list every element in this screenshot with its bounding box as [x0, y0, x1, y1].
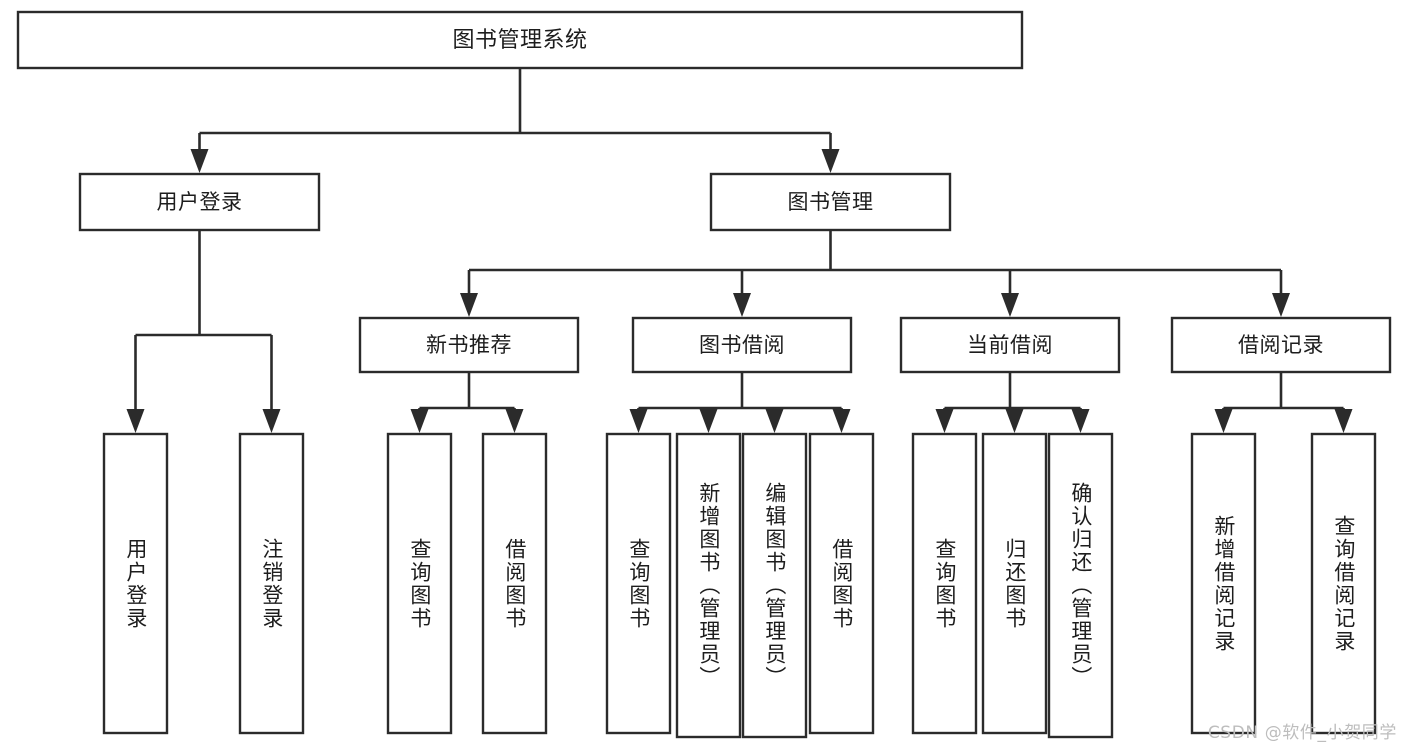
node-leaf-query-record[interactable] [1310, 432, 1377, 735]
node-new-book-recommend-label: 新书推荐 [426, 333, 512, 357]
node-book-manage-label: 图书管理 [788, 190, 874, 214]
arrow-head-icon [460, 293, 478, 317]
node-book-manage[interactable] [709, 172, 952, 232]
arrow-head-icon [190, 149, 209, 173]
arrow-head-icon [1334, 409, 1353, 433]
node-leaf-query-book-bor[interactable] [605, 432, 672, 735]
node-leaf-return-book[interactable] [981, 432, 1048, 735]
node-user-login[interactable] [78, 172, 321, 232]
node-user-login-label: 用户登录 [157, 190, 243, 214]
node-leaf-borrow-book-bor[interactable] [808, 432, 875, 735]
arrow-head-icon [699, 409, 718, 433]
node-leaf-add-book[interactable] [675, 432, 742, 739]
node-leaf-query-book-rec[interactable] [386, 432, 453, 735]
node-leaf-borrow-book-rec[interactable] [481, 432, 548, 735]
arrow-head-icon [832, 409, 851, 433]
arrow-head-icon [1214, 409, 1233, 433]
node-leaf-edit-book[interactable] [741, 432, 808, 739]
node-current-borrow-label: 当前借阅 [967, 333, 1053, 357]
arrow-head-icon [1001, 293, 1019, 317]
node-borrow-record[interactable] [1170, 316, 1392, 374]
arrow-head-icon [262, 409, 281, 433]
node-current-borrow[interactable] [899, 316, 1121, 374]
node-new-book-recommend[interactable] [358, 316, 580, 374]
arrow-head-icon [733, 293, 751, 317]
node-borrow-record-label: 借阅记录 [1238, 333, 1324, 357]
arrow-head-icon [629, 409, 648, 433]
node-leaf-query-book-cur[interactable] [911, 432, 978, 735]
node-leaf-user-login[interactable] [102, 432, 169, 735]
arrow-head-icon [126, 409, 145, 433]
connectors-layer [126, 68, 1353, 433]
node-leaf-confirm-return[interactable] [1047, 432, 1114, 739]
arrow-head-icon [1071, 409, 1090, 433]
csdn-watermark: CSDN @软件_小贺同学 [1207, 723, 1397, 743]
arrow-head-icon [410, 409, 429, 433]
arrow-head-icon [821, 149, 840, 173]
node-root-label: 图书管理系统 [452, 28, 587, 53]
arrow-head-icon [1005, 409, 1024, 433]
node-leaf-add-record[interactable] [1190, 432, 1257, 735]
node-root[interactable] [16, 10, 1024, 70]
arrow-head-icon [935, 409, 954, 433]
node-book-borrow-label: 图书借阅 [699, 333, 785, 357]
arrow-head-icon [505, 409, 524, 433]
node-leaf-logout[interactable] [238, 432, 305, 735]
node-book-borrow[interactable] [631, 316, 853, 374]
arrow-head-icon [1272, 293, 1290, 317]
arrow-head-icon [765, 409, 784, 433]
